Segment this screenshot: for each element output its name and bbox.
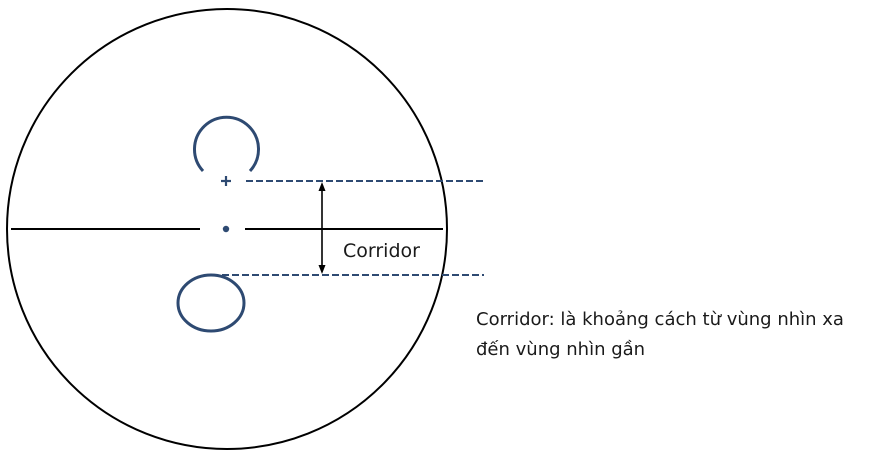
corridor-note-line-2: đến vùng nhìn gần xyxy=(476,339,646,360)
lens-outline xyxy=(6,8,448,450)
corridor-note-line-1: Corridor: là khoảng cách từ vùng nhìn xa xyxy=(476,309,844,330)
far-vision-arc xyxy=(193,115,260,173)
fitting-cross xyxy=(221,176,231,186)
corridor-label: Corridor xyxy=(343,240,420,262)
center-dot xyxy=(222,225,230,233)
near-vision-ellipse xyxy=(176,273,246,333)
corridor-note: Corridor: là khoảng cách từ vùng nhìn xa… xyxy=(476,305,876,365)
corridor-arrow xyxy=(318,182,326,274)
